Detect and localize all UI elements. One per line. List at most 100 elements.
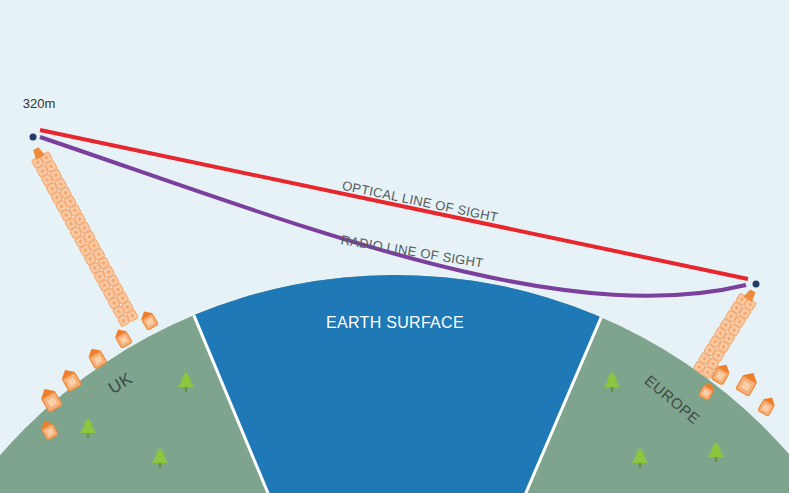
region-label: EARTH SURFACE — [326, 314, 464, 332]
tower-window — [97, 252, 101, 256]
tower-block — [693, 361, 705, 373]
tower-window — [54, 173, 58, 177]
tower-window — [121, 296, 125, 300]
antenna-dot — [30, 134, 37, 141]
tower-window — [97, 274, 101, 278]
house-window — [94, 356, 103, 365]
house-wall — [42, 392, 62, 412]
house-window — [67, 377, 77, 387]
tower-window — [68, 199, 72, 203]
tower-window — [727, 336, 731, 340]
tower-window — [721, 345, 725, 349]
tree-crown — [708, 442, 724, 457]
tower-window — [102, 283, 106, 287]
tower-window — [724, 323, 728, 327]
tower — [31, 146, 138, 326]
tower-window — [63, 191, 67, 195]
antenna-head — [743, 288, 757, 302]
tower-window — [83, 248, 87, 252]
tower-window — [729, 314, 733, 318]
height-label: 320m — [23, 97, 56, 111]
house — [37, 385, 63, 413]
tower-window — [35, 160, 39, 164]
house-window — [46, 428, 54, 436]
house — [112, 326, 133, 349]
tower-window — [748, 302, 752, 306]
house-window — [741, 381, 751, 391]
tower-window — [44, 155, 48, 159]
tower-window — [92, 243, 96, 247]
house — [735, 369, 761, 397]
house-window — [47, 397, 57, 407]
sector-divider — [95, 78, 395, 493]
house — [85, 345, 108, 369]
house-wall — [142, 314, 158, 330]
antenna-dot — [753, 281, 760, 288]
tower-window — [734, 306, 738, 310]
tower — [693, 288, 757, 378]
tower-window — [716, 353, 720, 357]
house-wall — [116, 332, 132, 348]
tower-window — [112, 301, 116, 305]
tower-block — [117, 314, 129, 326]
tower-window — [125, 305, 129, 309]
tower-cell — [693, 361, 705, 373]
tower-window — [55, 195, 59, 199]
tree — [152, 448, 168, 468]
tower-window — [88, 257, 92, 261]
tower-window — [102, 261, 106, 265]
tree-crown — [80, 418, 96, 433]
tower-window — [737, 319, 741, 323]
tower-window — [121, 318, 125, 322]
tower-window — [69, 222, 73, 226]
house-wall — [42, 424, 58, 440]
tower-window — [78, 239, 82, 243]
house-window — [702, 389, 710, 397]
house-window — [146, 318, 154, 326]
house — [138, 308, 159, 331]
house-wall — [758, 400, 774, 416]
house — [710, 361, 733, 385]
house — [58, 366, 82, 392]
region-label: EUROPE — [641, 372, 702, 427]
tower-window — [743, 311, 747, 315]
house-window — [762, 404, 770, 412]
tree-crown — [178, 372, 194, 387]
tower-window — [708, 348, 712, 352]
tree — [604, 372, 620, 392]
tower-window — [713, 339, 717, 343]
tower-window — [40, 169, 44, 173]
tower-window — [711, 362, 715, 366]
tower-window — [49, 164, 53, 168]
tree — [632, 448, 648, 468]
tower-window — [82, 226, 86, 230]
tower-window — [732, 328, 736, 332]
tower-window — [740, 297, 744, 301]
tower-window — [117, 310, 121, 314]
tower-window — [73, 208, 77, 212]
house-window — [716, 372, 725, 381]
tree-crown — [632, 448, 648, 463]
region-label: UK — [106, 370, 137, 399]
house-wall — [698, 385, 713, 400]
house-wall — [736, 376, 756, 396]
tower-cell — [117, 314, 129, 326]
house — [757, 394, 778, 417]
tree-crown — [604, 372, 620, 387]
line-label: OPTICAL LINE OF SIGHT — [341, 179, 500, 226]
house-window — [120, 336, 128, 344]
tree-crown — [152, 448, 168, 463]
tree — [708, 442, 724, 462]
tower-window — [702, 356, 706, 360]
tower-window — [130, 314, 134, 318]
tower-window — [107, 292, 111, 296]
radio-line — [40, 137, 746, 296]
antenna-head — [31, 146, 45, 160]
tower-window — [50, 187, 54, 191]
line-label: RADIO LINE OF SIGHT — [340, 233, 485, 271]
tower-window — [59, 182, 63, 186]
tower-window — [93, 266, 97, 270]
tower-window — [78, 217, 82, 221]
